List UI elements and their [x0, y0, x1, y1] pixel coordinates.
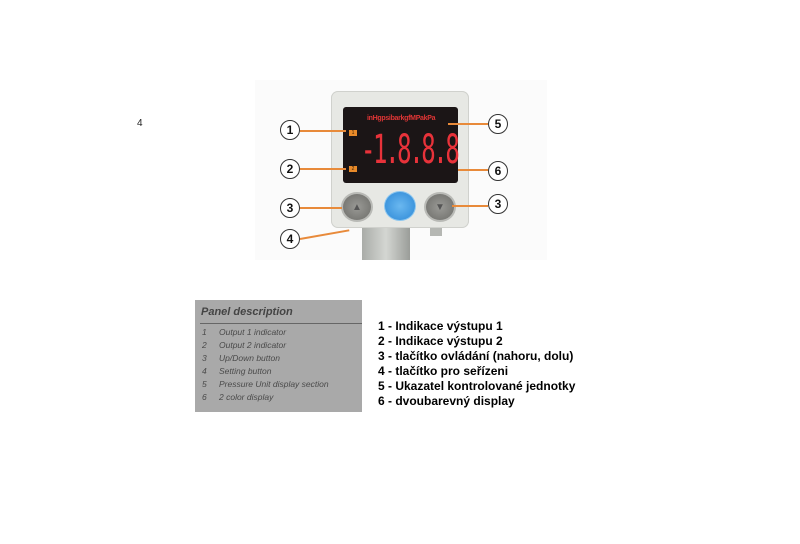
callout-3-right: 3	[488, 194, 508, 214]
callout-line-2	[300, 168, 346, 170]
callout-line-6	[458, 169, 488, 171]
czech-item-4: 4 - tlačítko pro seřízeni	[378, 364, 509, 378]
czech-item-2: 2 - Indikace výstupu 2	[378, 334, 503, 348]
callout-5: 5	[488, 114, 508, 134]
callout-line-1	[300, 130, 346, 132]
callout-3-left: 3	[280, 198, 300, 218]
czech-item-5: 5 - Ukazatel kontrolované jednotky	[378, 379, 576, 393]
page-number: 4	[137, 118, 143, 129]
callout-line-5	[448, 123, 488, 125]
callout-line-3-left	[300, 207, 342, 209]
panel-title: Panel description	[201, 306, 293, 318]
czech-item-6: 6 - dvoubarevný display	[378, 394, 515, 408]
triangle-down-icon: ▼	[435, 201, 445, 213]
callout-line-3-right	[452, 205, 488, 207]
set-button	[384, 191, 416, 221]
czech-item-3: 3 - tlačítko ovládání (nahoru, dolu)	[378, 349, 574, 363]
callout-4: 4	[280, 229, 300, 249]
callout-1: 1	[280, 120, 300, 140]
panel-divider	[200, 323, 362, 324]
callout-6: 6	[488, 161, 508, 181]
up-button: ▲	[341, 192, 373, 222]
triangle-up-icon: ▲	[352, 201, 362, 213]
device-stem	[362, 226, 410, 260]
output2-indicator: 2	[349, 166, 357, 172]
down-button: ▼	[424, 192, 456, 222]
device-display	[343, 107, 458, 183]
output1-indicator: 1	[349, 130, 357, 136]
callout-2: 2	[280, 159, 300, 179]
display-digits: -1.8.8.8	[361, 127, 460, 173]
unit-label: inHgpsibarkgfMPakPa	[367, 115, 436, 122]
czech-item-1: 1 - Indikace výstupu 1	[378, 319, 503, 333]
